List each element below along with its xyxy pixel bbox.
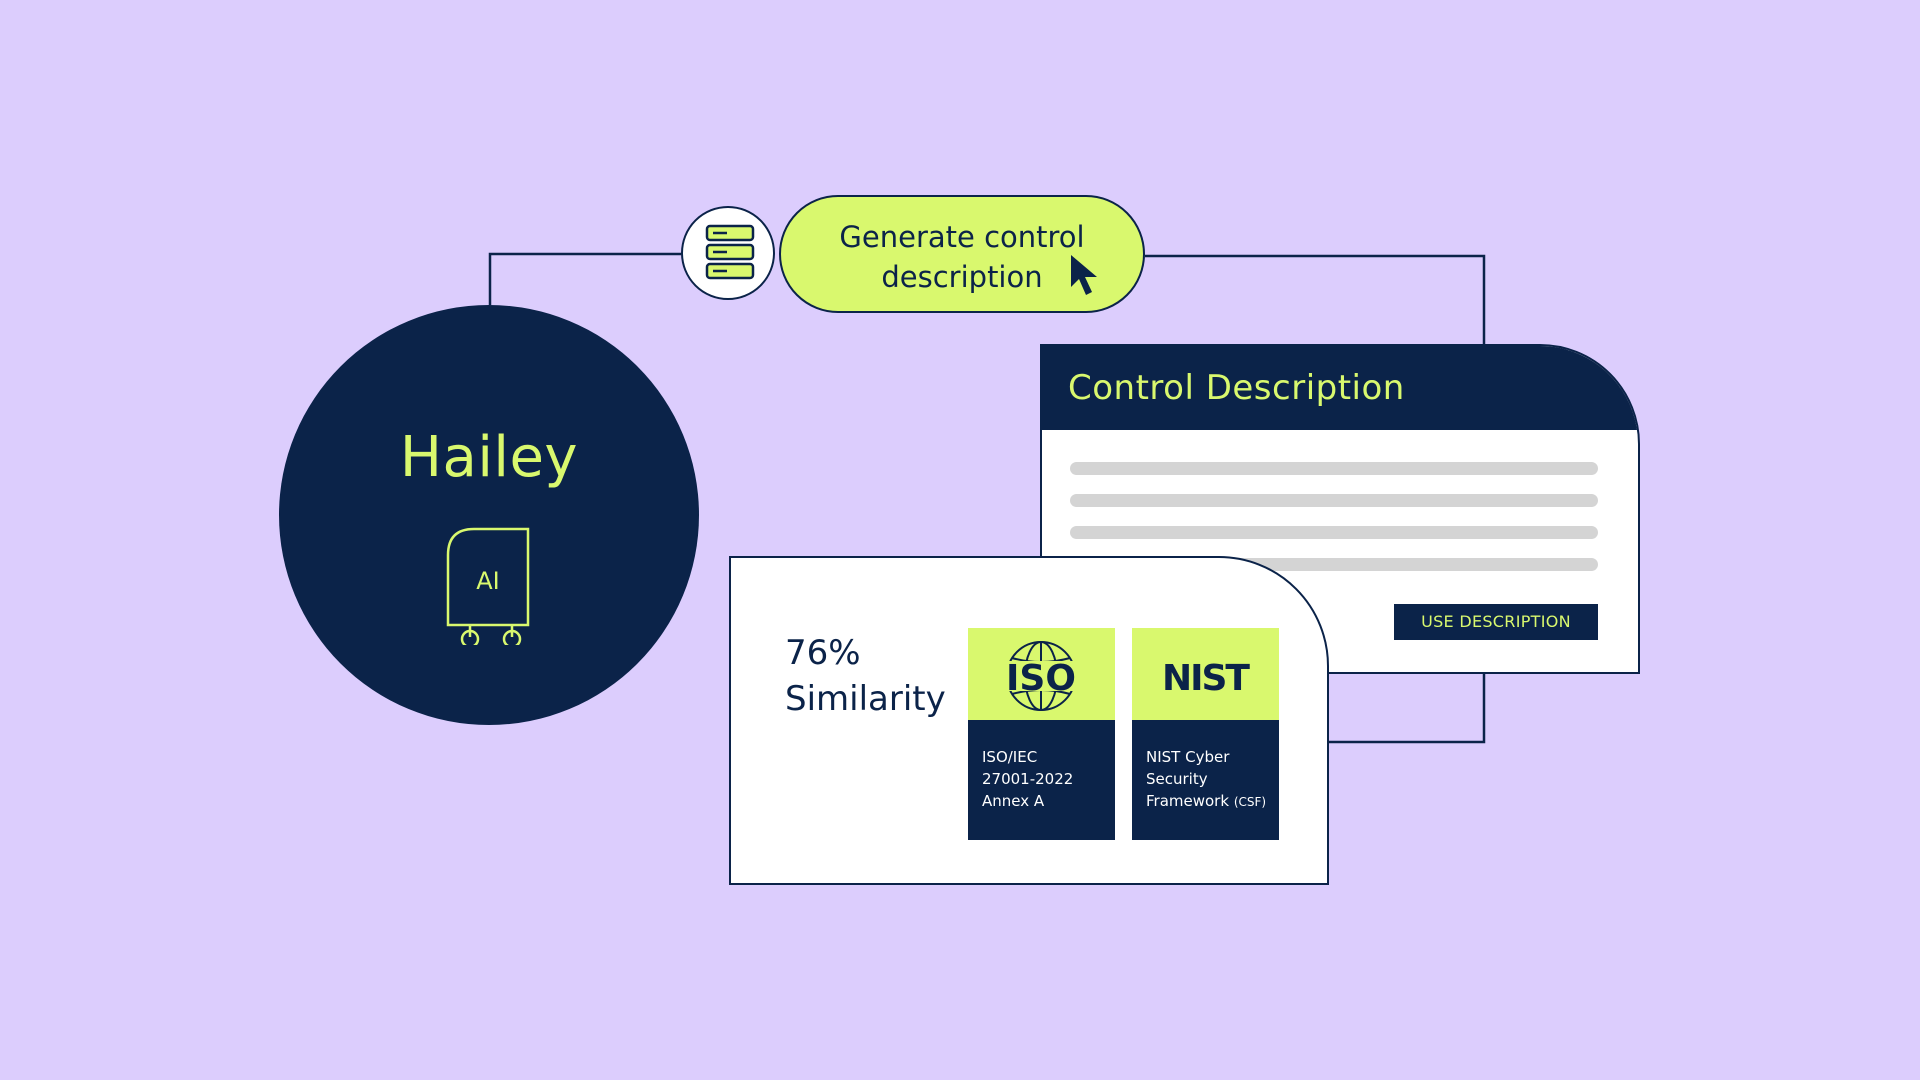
hailey-assistant-circle: Hailey AI <box>279 305 699 725</box>
use-description-button[interactable]: USE DESCRIPTION <box>1394 604 1598 640</box>
nist-logo: NIST <box>1132 628 1279 720</box>
cursor-icon <box>1071 255 1097 295</box>
database-icon-circle <box>681 206 775 300</box>
placeholder-text-line <box>1070 526 1598 539</box>
placeholder-text-line <box>1070 462 1598 475</box>
assistant-name: Hailey <box>399 425 579 490</box>
iso-logo-text: ISO <box>1006 658 1076 699</box>
nist-framework-badge: NIST NIST Cyber Security Framework (CSF) <box>1132 628 1279 840</box>
globe-icon: ISO <box>996 641 1086 711</box>
iso-framework-name: ISO/IEC 27001-2022 Annex A <box>982 748 1074 810</box>
similarity-card: 76% Similarity ISO ISO/IEC 27001-2022 An… <box>729 556 1329 885</box>
control-card-header: Control Description <box>1042 346 1638 430</box>
generate-description-button[interactable]: Generate control description <box>779 195 1145 313</box>
iso-logo: ISO <box>968 628 1115 720</box>
nist-framework-name: NIST Cyber Security Framework (CSF) <box>1146 748 1267 810</box>
nist-logo-text: NIST <box>1162 658 1250 699</box>
similarity-percent: 76% <box>785 633 861 673</box>
control-card-title: Control Description <box>1068 368 1405 408</box>
nist-logo-mark: NIST <box>1162 658 1252 699</box>
iso-framework-badge: ISO ISO/IEC 27001-2022 Annex A <box>968 628 1115 840</box>
placeholder-text-line <box>1070 494 1598 507</box>
similarity-label: Similarity <box>785 679 946 719</box>
database-icon <box>705 224 755 280</box>
generate-description-label: Generate control description <box>839 220 1085 294</box>
ai-chip-icon: AI <box>446 527 530 645</box>
ai-chip-label: AI <box>476 567 500 595</box>
